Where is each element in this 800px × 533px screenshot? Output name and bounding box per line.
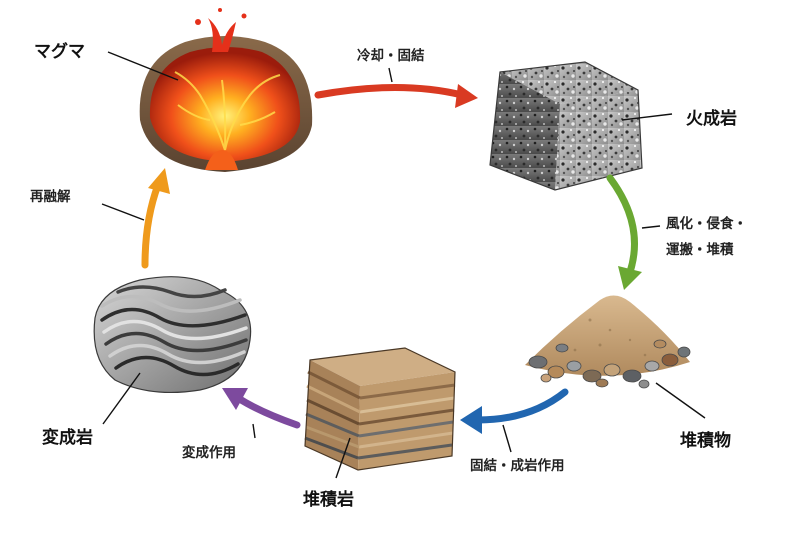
weathering-label-line1: 風化・侵食・ bbox=[666, 215, 747, 232]
leader-remelting bbox=[101, 203, 145, 221]
leader-metamorphism bbox=[252, 423, 256, 439]
metamorphic-rock-illustration bbox=[93, 276, 252, 394]
leader-sediment bbox=[655, 382, 706, 419]
weathering-label-line2: 運搬・堆積 bbox=[666, 241, 734, 258]
magma-illustration bbox=[139, 8, 313, 172]
leader-consolidation bbox=[502, 424, 512, 453]
sediment-label: 堆積物 bbox=[680, 430, 731, 451]
leader-weathering bbox=[641, 225, 661, 229]
leader-lines bbox=[101, 51, 706, 479]
igneous-rock-label: 火成岩 bbox=[686, 108, 737, 129]
leader-sedimentary bbox=[335, 437, 351, 479]
sediment-illustration bbox=[525, 295, 691, 389]
leader-metamorphic bbox=[102, 372, 141, 425]
cooling-label: 冷却・固結 bbox=[357, 47, 425, 64]
consolidation-label: 固結・成岩作用 bbox=[470, 457, 565, 474]
arrow-metamorphism bbox=[222, 388, 301, 429]
leader-igneous bbox=[621, 113, 673, 121]
sedimentary-rock-illustration bbox=[304, 347, 456, 471]
igneous-rock-illustration bbox=[489, 61, 643, 191]
metamorphic-rock-label: 変成岩 bbox=[42, 427, 93, 448]
arrow-cooling bbox=[314, 84, 478, 108]
magma-label: マグマ bbox=[34, 41, 85, 62]
metamorphism-label: 変成作用 bbox=[182, 444, 236, 461]
remelting-label: 再融解 bbox=[30, 188, 71, 205]
arrow-consolidation bbox=[460, 388, 569, 434]
arrow-weathering bbox=[606, 174, 642, 290]
leader-cooling bbox=[388, 67, 393, 83]
leader-magma bbox=[107, 51, 179, 81]
sedimentary-rock-label: 堆積岩 bbox=[303, 489, 354, 510]
arrow-remelting bbox=[141, 168, 170, 269]
